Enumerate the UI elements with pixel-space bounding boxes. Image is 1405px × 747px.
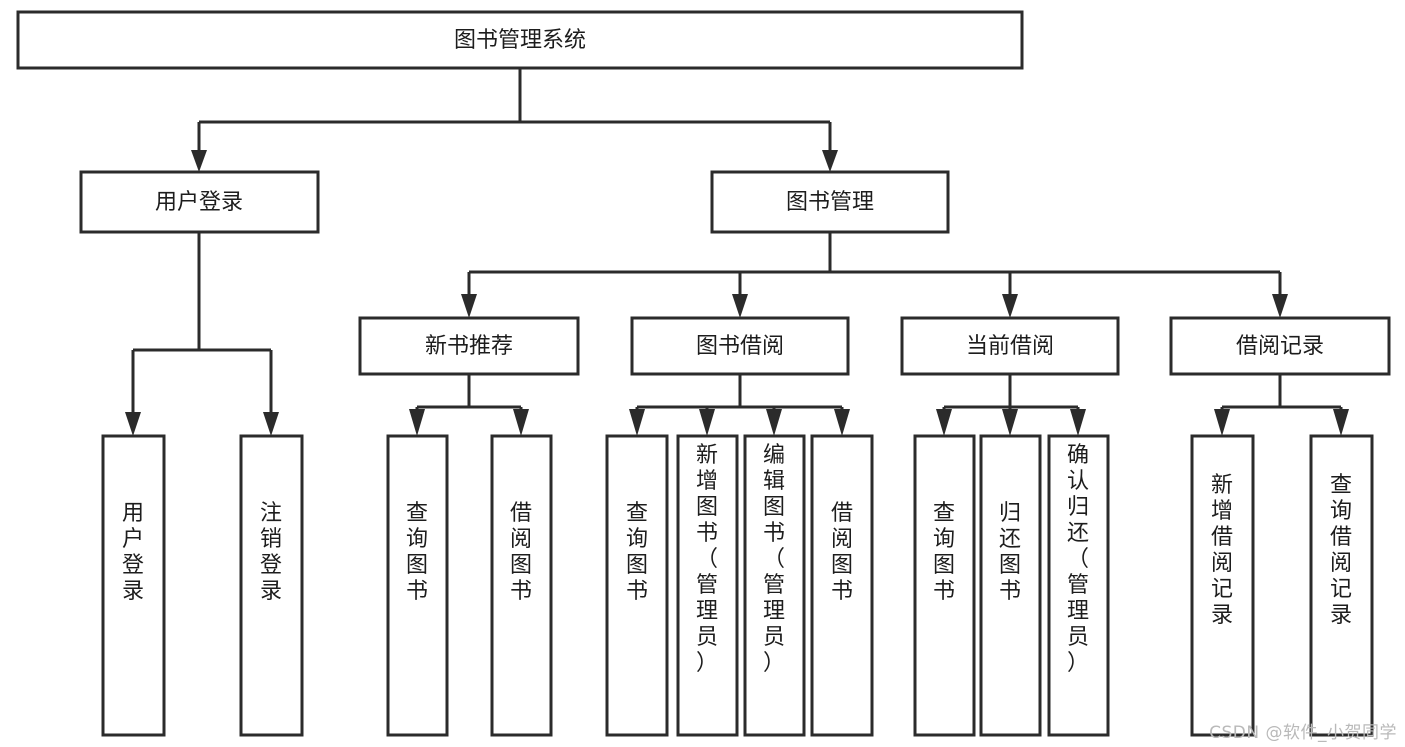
node-leaf-user-login-label: 用户登录 bbox=[122, 501, 144, 604]
arrow-head-leaf-return-book bbox=[1002, 409, 1018, 436]
csdn-watermark: CSDN @软件_小贺同学 bbox=[1209, 723, 1397, 743]
node-leaf-query-book-2-box[interactable] bbox=[605, 434, 669, 737]
node-leaf-query-book-1[interactable]: 查询图书 bbox=[386, 434, 449, 737]
node-new-book-rec-label: 新书推荐 bbox=[425, 334, 513, 359]
node-leaf-return-book[interactable]: 归还图书 bbox=[979, 434, 1042, 737]
node-leaf-edit-book[interactable]: 编辑图书（管理员） bbox=[743, 434, 806, 737]
node-leaf-add-book-box[interactable] bbox=[676, 434, 739, 737]
node-current-borrow-box[interactable] bbox=[900, 316, 1120, 376]
node-leaf-logout-label: 注销登录 bbox=[260, 501, 282, 604]
node-current-borrow-label: 当前借阅 bbox=[966, 334, 1054, 359]
node-root-label: 图书管理系统 bbox=[454, 28, 586, 53]
node-root[interactable]: 图书管理系统 bbox=[16, 10, 1024, 70]
node-leaf-user-login[interactable]: 用户登录 bbox=[101, 434, 166, 737]
node-root-box[interactable] bbox=[16, 10, 1024, 70]
arrow-head-book-borrow bbox=[732, 294, 748, 318]
node-leaf-query-book-1-label: 查询图书 bbox=[406, 501, 428, 604]
node-leaf-return-book-box[interactable] bbox=[979, 434, 1042, 737]
node-leaf-logout-box[interactable] bbox=[239, 434, 304, 737]
arrow-head-leaf-add-book bbox=[699, 409, 715, 436]
node-new-book-rec-box[interactable] bbox=[358, 316, 580, 376]
arrow-head-leaf-user-login bbox=[125, 412, 141, 436]
arrow-head-leaf-query-record bbox=[1333, 409, 1349, 436]
arrow-head-leaf-borrow-book-1 bbox=[513, 409, 529, 436]
node-leaf-query-book-3-label: 查询图书 bbox=[933, 501, 955, 604]
node-leaf-borrow-book-2-label: 借阅图书 bbox=[831, 501, 853, 604]
node-leaf-query-book-3[interactable]: 查询图书 bbox=[913, 434, 976, 737]
arrow-head-leaf-query-book-2 bbox=[629, 409, 645, 436]
node-new-book-rec[interactable]: 新书推荐 bbox=[358, 316, 580, 376]
node-leaf-logout[interactable]: 注销登录 bbox=[239, 434, 304, 737]
arrow-head-book-manage bbox=[822, 150, 838, 172]
arrow-head-current-borrow bbox=[1002, 294, 1018, 318]
node-leaf-return-book-label: 归还图书 bbox=[999, 501, 1021, 604]
node-leaf-add-book[interactable]: 新增图书（管理员） bbox=[676, 434, 739, 737]
arrow-head-leaf-add-record bbox=[1214, 409, 1230, 436]
node-leaf-confirm-return[interactable]: 确认归还（管理员） bbox=[1047, 434, 1110, 737]
node-current-borrow[interactable]: 当前借阅 bbox=[900, 316, 1120, 376]
node-leaf-user-login-box[interactable] bbox=[101, 434, 166, 737]
node-leaf-borrow-book-2[interactable]: 借阅图书 bbox=[810, 434, 874, 737]
arrow-head-user-login bbox=[191, 150, 207, 172]
node-user-login[interactable]: 用户登录 bbox=[79, 170, 320, 234]
arrow-head-leaf-edit-book bbox=[766, 409, 782, 436]
node-leaf-query-book-3-box[interactable] bbox=[913, 434, 976, 737]
arrow-head-leaf-borrow-book-2 bbox=[834, 409, 850, 436]
node-leaf-borrow-book-1[interactable]: 借阅图书 bbox=[490, 434, 553, 737]
arrow-head-leaf-confirm-return bbox=[1070, 409, 1086, 436]
node-leaf-confirm-return-box[interactable] bbox=[1047, 434, 1110, 737]
node-leaf-edit-book-box[interactable] bbox=[743, 434, 806, 737]
node-leaf-borrow-book-1-label: 借阅图书 bbox=[510, 501, 532, 604]
connector-layer bbox=[125, 68, 1349, 436]
node-book-borrow-box[interactable] bbox=[630, 316, 850, 376]
node-borrow-record-box[interactable] bbox=[1169, 316, 1391, 376]
arrow-head-new-book-rec bbox=[461, 294, 477, 318]
node-book-borrow[interactable]: 图书借阅 bbox=[630, 316, 850, 376]
node-borrow-record-label: 借阅记录 bbox=[1236, 334, 1324, 359]
node-leaf-query-book-2-label: 查询图书 bbox=[626, 501, 648, 604]
node-book-manage[interactable]: 图书管理 bbox=[710, 170, 950, 234]
node-leaf-add-record-label: 新增借阅记录 bbox=[1211, 473, 1233, 628]
node-user-login-label: 用户登录 bbox=[155, 190, 243, 215]
node-leaf-borrow-book-1-box[interactable] bbox=[490, 434, 553, 737]
node-leaf-borrow-book-2-box[interactable] bbox=[810, 434, 874, 737]
node-leaf-add-book-label: 新增图书（管理员） bbox=[696, 443, 718, 676]
node-borrow-record[interactable]: 借阅记录 bbox=[1169, 316, 1391, 376]
node-leaf-edit-book-label: 编辑图书（管理员） bbox=[763, 443, 785, 676]
arrow-head-leaf-query-book-1 bbox=[409, 409, 425, 436]
node-leaf-confirm-return-label: 确认归还（管理员） bbox=[1067, 443, 1089, 676]
node-book-borrow-label: 图书借阅 bbox=[696, 334, 784, 359]
node-leaf-add-record-box[interactable] bbox=[1190, 434, 1255, 737]
node-user-login-box[interactable] bbox=[79, 170, 320, 234]
node-book-manage-box[interactable] bbox=[710, 170, 950, 234]
node-leaf-query-record-box[interactable] bbox=[1309, 434, 1374, 737]
node-leaf-query-book-2[interactable]: 查询图书 bbox=[605, 434, 669, 737]
node-book-manage-label: 图书管理 bbox=[786, 190, 874, 215]
node-leaf-add-record[interactable]: 新增借阅记录 bbox=[1190, 434, 1255, 737]
node-leaf-query-record-label: 查询借阅记录 bbox=[1330, 473, 1352, 628]
arrow-head-borrow-record bbox=[1272, 294, 1288, 318]
node-leaf-query-book-1-box[interactable] bbox=[386, 434, 449, 737]
arrow-head-leaf-query-book-3 bbox=[936, 409, 952, 436]
node-leaf-query-record[interactable]: 查询借阅记录 bbox=[1309, 434, 1374, 737]
arrow-head-leaf-logout bbox=[263, 412, 279, 436]
